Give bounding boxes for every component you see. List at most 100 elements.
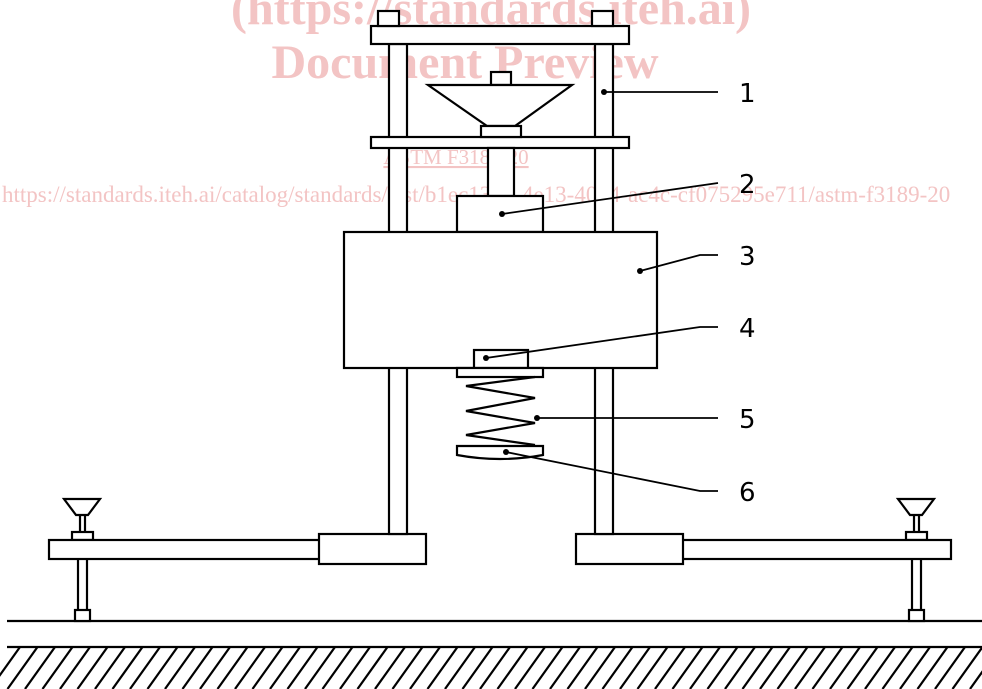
hatch-line	[899, 646, 931, 689]
right-leveling-foot	[895, 497, 937, 623]
hatch-line	[304, 646, 336, 689]
hatch-line	[129, 646, 161, 689]
hatch-line	[969, 670, 982, 689]
hatch-line	[654, 646, 686, 689]
hatch-line	[216, 646, 249, 689]
hatch-line	[776, 646, 809, 689]
hatch-line	[94, 646, 126, 689]
hatch-line	[829, 646, 861, 689]
hatch-line	[24, 646, 56, 689]
callout-2-label: 2	[739, 170, 756, 200]
callout-1-label: 1	[739, 79, 756, 109]
hatch-line	[689, 646, 721, 689]
hatch-line	[199, 646, 231, 689]
callout-2-leader	[501, 182, 719, 215]
hatch-line	[286, 646, 319, 689]
base-arms	[47, 532, 953, 566]
hatch-line	[251, 646, 284, 689]
callout-3-dot	[637, 268, 643, 274]
hatch-line	[356, 646, 389, 689]
callout-3-label: 3	[739, 242, 756, 272]
hatch-line	[864, 646, 896, 689]
right-foot-pad	[907, 608, 926, 623]
hatch-line	[724, 646, 756, 689]
hatch-line	[531, 646, 564, 689]
hatch-line	[741, 646, 774, 689]
hatch-line	[881, 646, 914, 689]
hatch-line	[934, 646, 966, 689]
hatch-line	[426, 646, 459, 689]
hatch-line	[601, 646, 634, 689]
hatch-line	[461, 646, 494, 689]
hatch-line	[514, 646, 546, 689]
top-crossbar	[369, 24, 631, 46]
funnel-collar	[479, 124, 523, 139]
callout-5-dot	[534, 415, 540, 421]
right-foot-knob	[895, 497, 937, 517]
hatch-line	[479, 646, 511, 689]
left-foot-pad	[73, 608, 92, 623]
hatch-line	[374, 646, 406, 689]
hatch-line	[59, 646, 91, 689]
left-leveling-foot	[61, 497, 103, 623]
right-foot-nut	[904, 530, 929, 542]
middle-crossbar	[369, 135, 631, 150]
callout-2-dot	[499, 211, 505, 217]
guide-shaft	[486, 146, 516, 198]
part-5-spring	[465, 375, 536, 447]
left-foot-nut	[70, 530, 95, 542]
hatch-line	[706, 646, 739, 689]
left-foot-knob	[61, 497, 103, 517]
hatch-line	[76, 646, 109, 689]
weight-holder	[424, 70, 576, 198]
hatch-line	[339, 646, 371, 689]
hatch-line	[759, 646, 791, 689]
hatch-line	[6, 646, 39, 689]
hatch-line	[636, 646, 669, 689]
hatch-line	[391, 646, 424, 689]
part-3-housing	[342, 230, 659, 370]
left-base-arm	[47, 538, 323, 561]
callout-group: 1 2 3 4 5 6	[483, 79, 756, 508]
callout-6-leader	[505, 451, 718, 492]
callout-4-leader	[485, 326, 718, 359]
callout-3-leader	[639, 254, 718, 272]
spring-top-plate	[455, 366, 545, 379]
hatch-line	[916, 646, 949, 689]
hatch-line	[181, 646, 214, 689]
hatch-line	[444, 646, 476, 689]
hatch-line	[951, 646, 982, 689]
hatch-line	[269, 646, 301, 689]
right-base-arm	[679, 538, 953, 561]
callout-6-dot	[503, 449, 509, 455]
hatch-line	[811, 646, 844, 689]
hatch-line	[846, 646, 879, 689]
callout-5-label: 5	[739, 405, 756, 435]
hatch-line	[234, 646, 266, 689]
callout-6-label: 6	[739, 478, 756, 508]
hatch-line	[146, 646, 179, 689]
right-base-block	[574, 532, 685, 566]
funnel-tray	[424, 83, 576, 128]
hatch-line	[409, 646, 441, 689]
right-top-nut	[590, 9, 615, 28]
hatch-line	[619, 646, 651, 689]
callout-4-label: 4	[739, 314, 756, 344]
hatch-line	[496, 646, 529, 689]
left-base-block	[317, 532, 428, 566]
hatch-line	[41, 646, 74, 689]
left-top-nut	[376, 9, 401, 28]
hatch-line	[584, 646, 616, 689]
callout-1-dot	[601, 89, 607, 95]
hatch-line	[111, 646, 144, 689]
floor	[0, 619, 982, 689]
hatch-line	[794, 646, 826, 689]
callout-4-dot	[483, 355, 489, 361]
hatch-line	[549, 646, 581, 689]
holder-knob	[489, 70, 513, 87]
hatch-line	[671, 646, 704, 689]
floor-hatching	[0, 646, 982, 689]
hatch-line	[164, 646, 196, 689]
hatch-line	[321, 646, 354, 689]
